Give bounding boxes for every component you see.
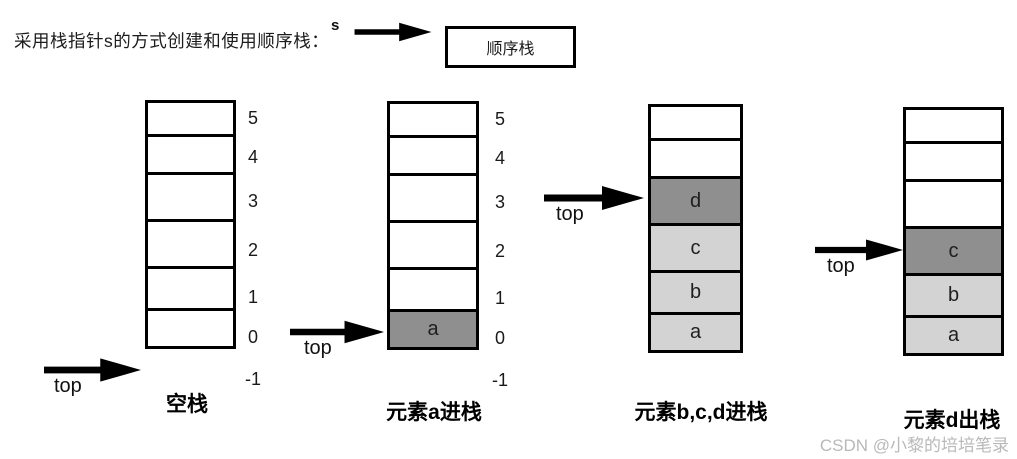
index-label: 2 bbox=[494, 241, 505, 261]
stack-cell-a: a bbox=[651, 315, 740, 350]
top-pointer-arrow-icon bbox=[290, 320, 384, 344]
top-pointer-arrow-icon bbox=[815, 239, 903, 261]
stack-cell-empty bbox=[148, 137, 233, 175]
base-index-label: -1 bbox=[491, 369, 508, 390]
stack-cell-empty bbox=[906, 144, 1001, 182]
stack-cell-c: c bbox=[906, 229, 1001, 276]
stack-cell-empty bbox=[148, 222, 233, 269]
index-label: 4 bbox=[494, 147, 505, 168]
index-label: 1 bbox=[247, 286, 258, 307]
index-label: 5 bbox=[494, 109, 505, 129]
stack-push-a: a bbox=[387, 101, 479, 350]
index-label: 3 bbox=[247, 191, 258, 211]
top-pointer-arrow-icon bbox=[544, 186, 644, 210]
stack-cell-b: b bbox=[651, 273, 740, 315]
stack-pointer-s-label: s bbox=[331, 17, 340, 34]
top-pointer-arrow-icon bbox=[44, 358, 141, 382]
top-pointer-label: top bbox=[54, 375, 82, 397]
stack-caption-push-a: 元素a进栈 bbox=[386, 401, 482, 424]
index-label: 3 bbox=[494, 192, 505, 212]
stack-cell-empty bbox=[651, 107, 740, 141]
stack-cell-a: a bbox=[906, 318, 1001, 353]
s-pointer-arrow-icon bbox=[354, 22, 432, 42]
stack-cell-empty bbox=[148, 103, 233, 137]
stack-cell-empty bbox=[148, 269, 233, 311]
stack-cell-empty bbox=[906, 182, 1001, 229]
stack-caption-empty: 空栈 bbox=[166, 393, 208, 416]
stack-cell-empty bbox=[148, 311, 233, 346]
stack-cell-a: a bbox=[390, 312, 476, 347]
index-label: 0 bbox=[247, 327, 258, 347]
sequential-stack-box: 顺序栈 bbox=[445, 26, 576, 68]
stack-caption-push-bcd: 元素b,c,d进栈 bbox=[634, 401, 768, 424]
index-label: 5 bbox=[247, 108, 258, 128]
stack-empty bbox=[145, 100, 236, 349]
index-label: 0 bbox=[494, 328, 505, 348]
stack-cell-empty bbox=[390, 223, 476, 270]
stack-cell-empty bbox=[390, 138, 476, 176]
index-label: 1 bbox=[494, 287, 505, 308]
top-pointer-label: top bbox=[827, 255, 855, 277]
index-label: 2 bbox=[247, 240, 258, 260]
stack-cell-empty bbox=[906, 110, 1001, 144]
stack-cell-c: c bbox=[651, 226, 740, 273]
stack-caption-pop-d: 元素d出栈 bbox=[903, 409, 1001, 432]
watermark: CSDN @小黎的培培笔录 bbox=[819, 436, 1009, 455]
top-pointer-label: top bbox=[556, 203, 584, 225]
stack-cell-empty bbox=[651, 141, 740, 179]
base-index-label: -1 bbox=[244, 368, 261, 389]
stack-cell-empty bbox=[148, 175, 233, 222]
stack-cell-d: d bbox=[651, 179, 740, 226]
stack-cell-empty bbox=[390, 270, 476, 312]
stack-empty-index-column: 5 4 3 2 1 0 -1 bbox=[238, 100, 268, 399]
stack-cell-b: b bbox=[906, 276, 1001, 318]
stack-cell-empty bbox=[390, 176, 476, 223]
index-label: 4 bbox=[247, 146, 258, 167]
stack-push-a-index-column: 5 4 3 2 1 0 -1 bbox=[485, 101, 515, 400]
top-pointer-label: top bbox=[304, 337, 332, 359]
stack-cell-empty bbox=[390, 104, 476, 138]
page-title: 采用栈指针s的方式创建和使用顺序栈： bbox=[14, 31, 330, 51]
